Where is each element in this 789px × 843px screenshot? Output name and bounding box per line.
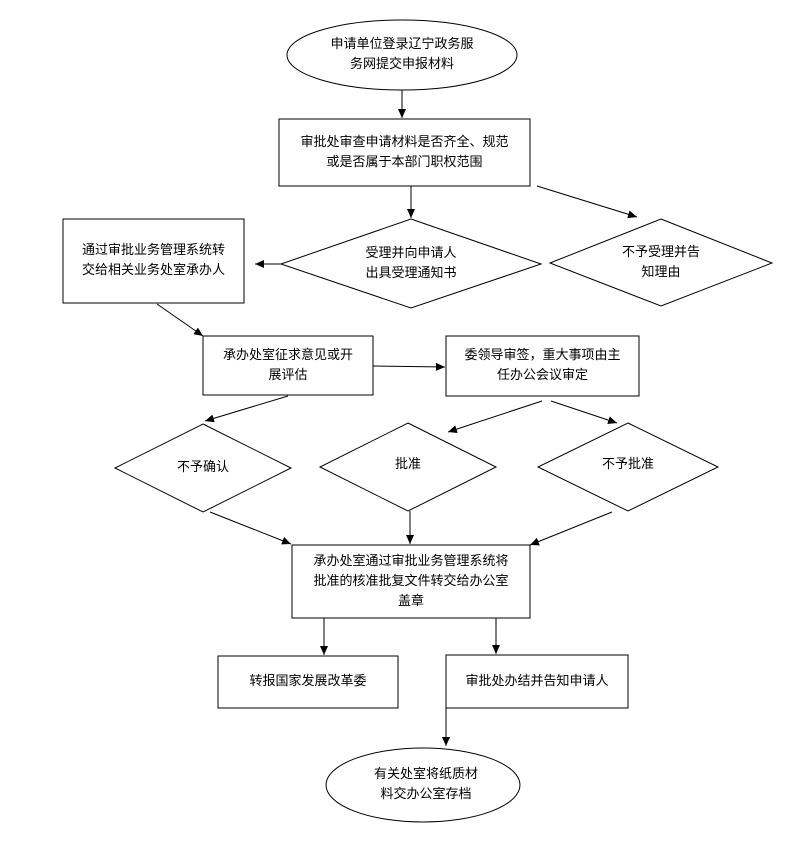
notify-node [445, 654, 629, 709]
leader-sign-node [445, 335, 640, 397]
arrow-not-confirm-to-forward [209, 511, 292, 545]
start-node [286, 19, 518, 91]
arrow-leader-to-approve [447, 400, 543, 433]
forward-approval-node [291, 544, 531, 619]
archive-node [325, 747, 521, 823]
arrow-solicit-to-leader [372, 362, 446, 371]
arrow-leader-to-not-approve [550, 400, 618, 424]
not-confirm-node [113, 423, 293, 513]
not-approve-node [536, 422, 720, 512]
approve-node [318, 422, 498, 512]
arrow-transfer-to-solicit [156, 303, 204, 337]
reject-node [548, 218, 774, 307]
transfer-node [62, 218, 245, 304]
accept-node [279, 218, 543, 309]
report-ndrc-node [217, 655, 399, 709]
review-materials-node [278, 118, 531, 187]
arrow-review-to-reject [536, 185, 638, 219]
solicit-node [202, 335, 374, 396]
arrow-not-approve-to-forward [529, 511, 613, 546]
arrow-solicit-to-not-confirm [204, 395, 289, 423]
